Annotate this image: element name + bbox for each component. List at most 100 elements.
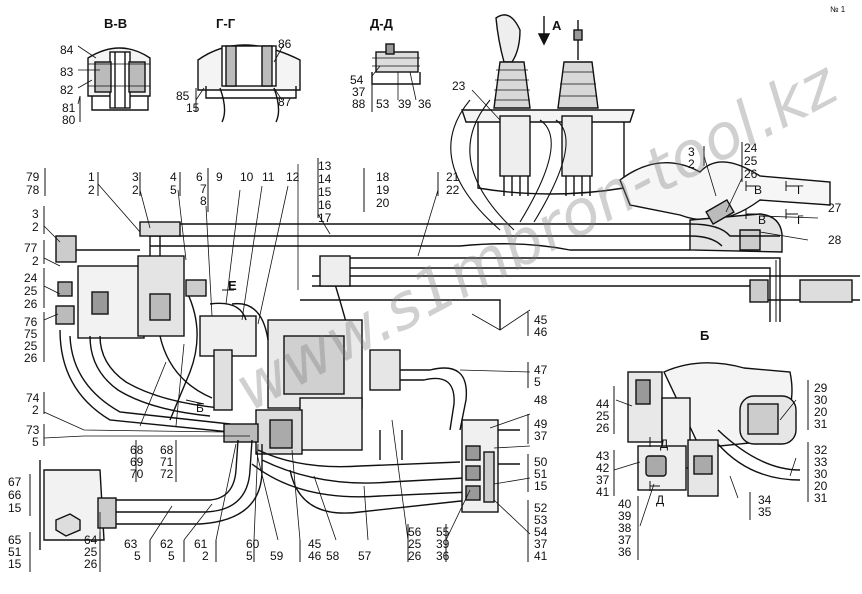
section-mark-6: Б <box>196 401 204 415</box>
callout-number-119: 40 <box>618 497 632 511</box>
callout-number-121: 38 <box>618 521 632 535</box>
callout-number-66: 5 <box>134 549 141 563</box>
callout-number-62: 64 <box>84 533 98 547</box>
callout-number-45: 24 <box>24 271 38 285</box>
callout-number-117: 37 <box>596 473 610 487</box>
callout-number-97: 47 <box>534 363 548 377</box>
callout-number-113: 25 <box>596 409 610 423</box>
main-tubes <box>150 99 860 330</box>
callout-number-25: 7 <box>200 182 207 196</box>
callout-number-126: 20 <box>814 405 828 419</box>
section-title-0: В-В <box>104 16 127 31</box>
callout-number-50: 25 <box>24 339 38 353</box>
callout-number-75: 46 <box>308 549 322 563</box>
callout-number-72: 5 <box>246 549 253 563</box>
leader-lines <box>43 43 819 541</box>
callout-number-107: 24 <box>744 141 758 155</box>
callout-number-129: 33 <box>814 455 828 469</box>
callout-number-80: 26 <box>408 549 422 563</box>
callout-number-29: 11 <box>262 170 275 184</box>
callout-number-30: 12 <box>286 170 300 184</box>
section-mark-5: Д <box>656 493 664 507</box>
callout-number-91: 70 <box>130 467 144 481</box>
callout-number-71: 60 <box>246 537 260 551</box>
callout-number-67: 62 <box>160 537 174 551</box>
bottom-hoses <box>110 419 520 525</box>
callout-number-89: 68 <box>130 443 144 457</box>
callout-number-43: 77 <box>24 241 38 255</box>
callout-number-94: 72 <box>160 467 174 481</box>
callout-number-116: 42 <box>596 461 610 475</box>
detail-view-b <box>627 362 801 497</box>
callout-number-93: 71 <box>160 455 174 469</box>
callout-number-4: 80 <box>62 113 76 127</box>
callout-number-20: 3 <box>132 170 139 184</box>
callout-number-40: 22 <box>446 183 460 197</box>
callout-number-9: 54 <box>350 73 364 87</box>
callout-number-56: 67 <box>8 475 22 489</box>
callout-number-44: 2 <box>32 254 39 268</box>
callout-number-33: 15 <box>318 185 332 199</box>
section-mark-0: В <box>754 183 762 197</box>
callout-number-99: 48 <box>534 393 548 407</box>
callout-number-131: 20 <box>814 479 828 493</box>
section-title-1: Г-Г <box>216 16 236 31</box>
callout-number-74: 45 <box>308 537 322 551</box>
callout-number-0: 84 <box>60 43 74 57</box>
callout-number-100: 49 <box>534 417 548 431</box>
joystick-assembly <box>461 14 635 196</box>
callout-number-128: 32 <box>814 443 828 457</box>
callout-number-88: 41 <box>534 549 548 563</box>
section-mark-4: Д <box>660 437 668 451</box>
callout-number-83: 36 <box>436 549 450 563</box>
callout-number-134: 35 <box>758 505 772 519</box>
callout-number-16: 79 <box>26 170 40 184</box>
callout-number-46: 25 <box>24 284 38 298</box>
callout-number-124: 29 <box>814 381 828 395</box>
callout-number-69: 61 <box>194 537 208 551</box>
section-vv-drawing <box>87 47 151 111</box>
callout-number-132: 31 <box>814 491 828 505</box>
callout-number-31: 13 <box>318 159 332 173</box>
callout-number-103: 51 <box>534 467 548 481</box>
callout-number-3: 81 <box>62 101 76 115</box>
callout-number-90: 69 <box>130 455 144 469</box>
callout-number-60: 51 <box>8 545 22 559</box>
section-mark-3: Г <box>797 213 804 227</box>
callout-number-47: 26 <box>24 297 38 311</box>
callout-number-68: 5 <box>168 549 175 563</box>
callout-number-23: 5 <box>170 183 177 197</box>
callout-number-48: 76 <box>24 315 38 329</box>
section-title-4: Б <box>700 328 709 343</box>
callout-number-28: 10 <box>240 170 254 184</box>
callout-number-79: 25 <box>408 537 422 551</box>
callout-number-55: 5 <box>32 435 39 449</box>
callout-number-123: 36 <box>618 545 632 559</box>
rear-valve-area <box>619 161 831 253</box>
callout-number-61: 15 <box>8 557 22 571</box>
callout-number-5: 86 <box>278 37 292 51</box>
callout-number-96: 46 <box>534 325 548 339</box>
central-pump-block <box>199 302 468 460</box>
callout-number-73: 59 <box>270 549 284 563</box>
callout-number-18: 1 <box>88 170 95 184</box>
callout-number-17: 78 <box>26 183 40 197</box>
callout-number-53: 2 <box>32 403 39 417</box>
callout-number-110: 27 <box>828 201 842 215</box>
callout-number-7: 15 <box>186 101 200 115</box>
page-mark: № 1 <box>830 5 846 14</box>
callout-number-115: 43 <box>596 449 610 463</box>
callout-number-109: 26 <box>744 167 758 181</box>
callout-number-81: 55 <box>436 525 450 539</box>
callout-number-112: 44 <box>596 397 610 411</box>
callout-number-127: 31 <box>814 417 828 431</box>
bottom-left-tank <box>39 460 117 550</box>
callout-number-120: 39 <box>618 509 632 523</box>
callout-number-2: 82 <box>60 83 74 97</box>
callout-number-8: 87 <box>278 95 292 109</box>
label-bars <box>29 72 809 572</box>
callout-number-102: 50 <box>534 455 548 469</box>
callout-number-42: 2 <box>32 220 39 234</box>
